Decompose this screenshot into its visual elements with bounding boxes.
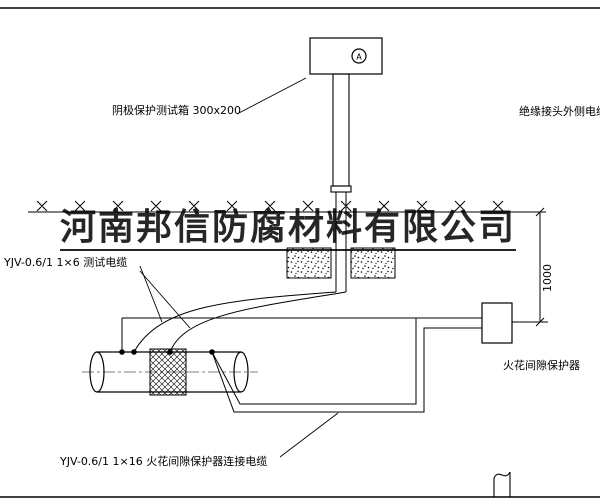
protector-cable-lower-a [211,318,417,405]
leader-protector-cable [279,412,339,458]
stub-break-squiggle [493,471,511,479]
leader-test-cable-2 [139,270,191,329]
spark-gap-protector-box [481,302,513,344]
label-test-cable: YJV-0.6/1 1×6 测试电缆 [4,256,128,269]
dimension-text: 1000 [541,264,554,292]
test-cables [133,192,347,353]
protector-cables [121,317,482,413]
terminal-dot [167,349,173,355]
ammeter-circle [351,48,367,64]
foundation-block-right [350,247,396,279]
label-test-box: 阴极保护测试箱 300x200 [112,104,241,117]
dimension-tick-bottom [535,317,545,327]
pipe-wrap-hatch [149,348,187,396]
company-watermark: 河南邦信防腐材料有限公司 [60,209,517,251]
support-post [330,73,352,193]
label-protector-cable: YJV-0.6/1 1×16 火花间隙保护器连接电缆 [60,455,268,468]
dimension-tick-top [535,207,545,217]
test-box-body [309,37,383,75]
leader-test-box [236,77,307,115]
test-cable-2 [169,291,347,353]
post-body [332,73,350,187]
test-cable-1 [133,291,337,353]
label-insulated-joint-cable: 绝缘接头外侧电缆 [519,105,600,118]
leader-lines [139,77,339,458]
frame-lines [0,7,600,498]
protector-cable-lower-b [211,327,482,413]
terminal-dot [131,349,137,355]
pipeline [82,348,258,396]
ammeter-letter: A [356,53,362,62]
label-spark-gap-protector: 火花间隙保护器 [503,359,580,372]
test-box: A [309,37,383,75]
pipe-stub-symbol [493,471,511,497]
foundation-block-left [286,247,332,279]
dimension-1000: 1000 [512,207,554,327]
concrete-foundations [286,247,396,279]
post-joint-sleeve [330,185,352,193]
